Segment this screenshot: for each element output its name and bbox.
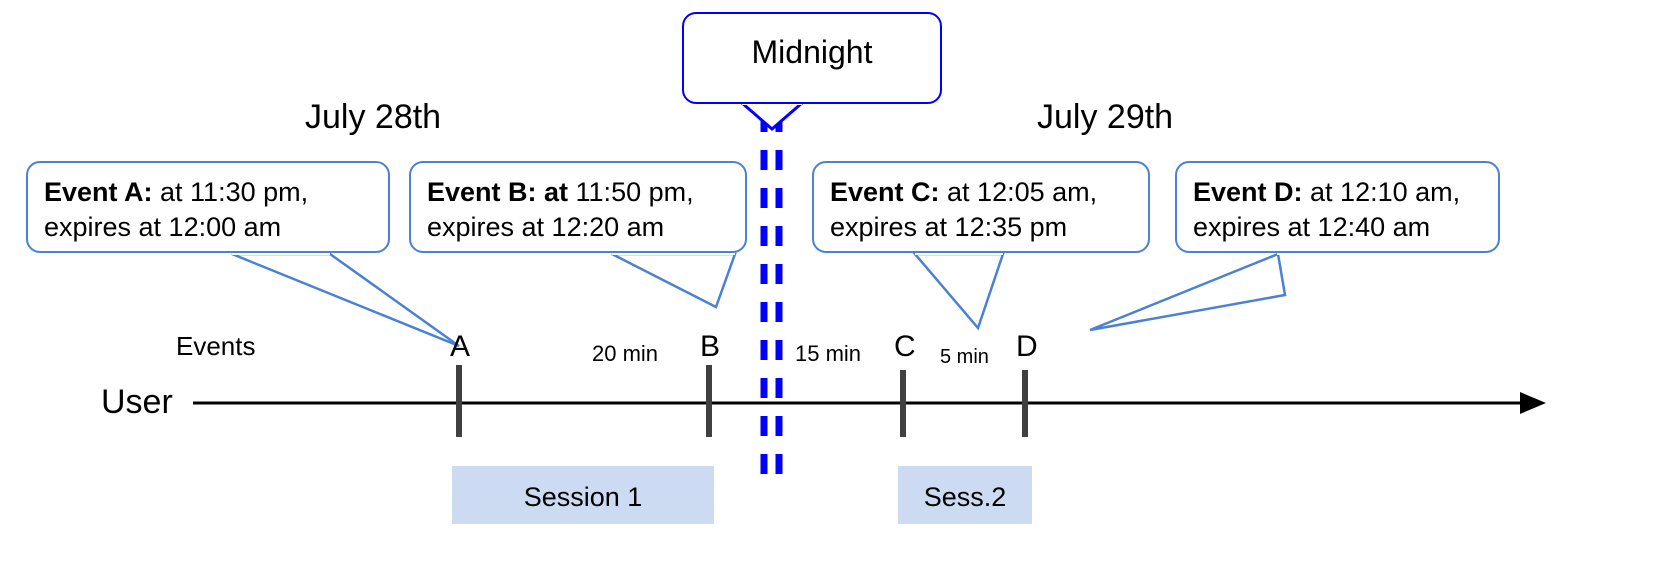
callout-event-b-title: Event B: at xyxy=(427,177,569,207)
tick-label-c: C xyxy=(894,330,916,363)
callout-event-b: Event B: at 11:50 pm, expires at 12:20 a… xyxy=(409,161,747,253)
leader-line-event-c xyxy=(912,251,1005,331)
callout-event-a-time: at 11:30 pm, xyxy=(152,177,309,207)
tick-label-d: D xyxy=(1016,330,1038,363)
interval-label-a-b: 20 min xyxy=(592,341,659,366)
interval-label-c-d: 5 min xyxy=(940,346,989,368)
leader-line-event-b xyxy=(611,251,737,309)
callout-event-a-title: Event A: xyxy=(44,177,153,207)
user-row-label: User xyxy=(101,383,173,421)
leader-line-event-d xyxy=(1089,251,1287,332)
callout-event-b-line1: Event B: at 11:50 pm, xyxy=(427,175,729,210)
tick-label-a: A xyxy=(450,330,471,363)
tick-label-b: B xyxy=(700,330,721,363)
callout-event-a-line2: expires at 12:00 am xyxy=(44,212,282,243)
date-label-left: July 28th xyxy=(305,98,442,136)
callout-event-a: Event A: at 11:30 pm, expires at 12:00 a… xyxy=(26,161,390,253)
date-label-right: July 29th xyxy=(1037,98,1174,136)
callout-event-c-time: at 12:05 am, xyxy=(939,177,1098,207)
callout-event-c-line2: expires at 12:35 pm xyxy=(830,212,1068,243)
session-bar-2: Sess.2 xyxy=(898,466,1032,524)
callout-event-c-line1: Event C: at 12:05 am, xyxy=(830,175,1132,210)
midnight-label: Midnight xyxy=(751,34,873,70)
midnight-divider-line xyxy=(760,112,783,478)
session-bar-1: Session 1 xyxy=(452,466,714,524)
timeline-axis xyxy=(193,392,1546,414)
midnight-callout: Midnight xyxy=(682,12,942,104)
callout-event-d-line1: Event D: at 12:10 am, xyxy=(1193,175,1482,210)
callout-event-b-line2: expires at 12:20 am xyxy=(427,212,665,243)
events-row-label: Events xyxy=(176,331,256,361)
callout-event-c-title: Event C: xyxy=(830,177,940,207)
leader-line-event-a xyxy=(231,251,460,348)
callout-event-d: Event D: at 12:10 am, expires at 12:40 a… xyxy=(1175,161,1500,253)
callout-event-c: Event C: at 12:05 am, expires at 12:35 p… xyxy=(812,161,1150,253)
midnight-callout-tail xyxy=(741,101,803,131)
callout-event-d-line2: expires at 12:40 am xyxy=(1193,212,1431,243)
callout-event-a-line1: Event A: at 11:30 pm, xyxy=(44,175,372,210)
interval-label-b-c: 15 min xyxy=(795,341,862,366)
callout-event-d-time: at 12:10 am, xyxy=(1302,177,1461,207)
callout-event-d-title: Event D: xyxy=(1193,177,1303,207)
callout-event-b-time: 11:50 pm, xyxy=(568,177,694,207)
